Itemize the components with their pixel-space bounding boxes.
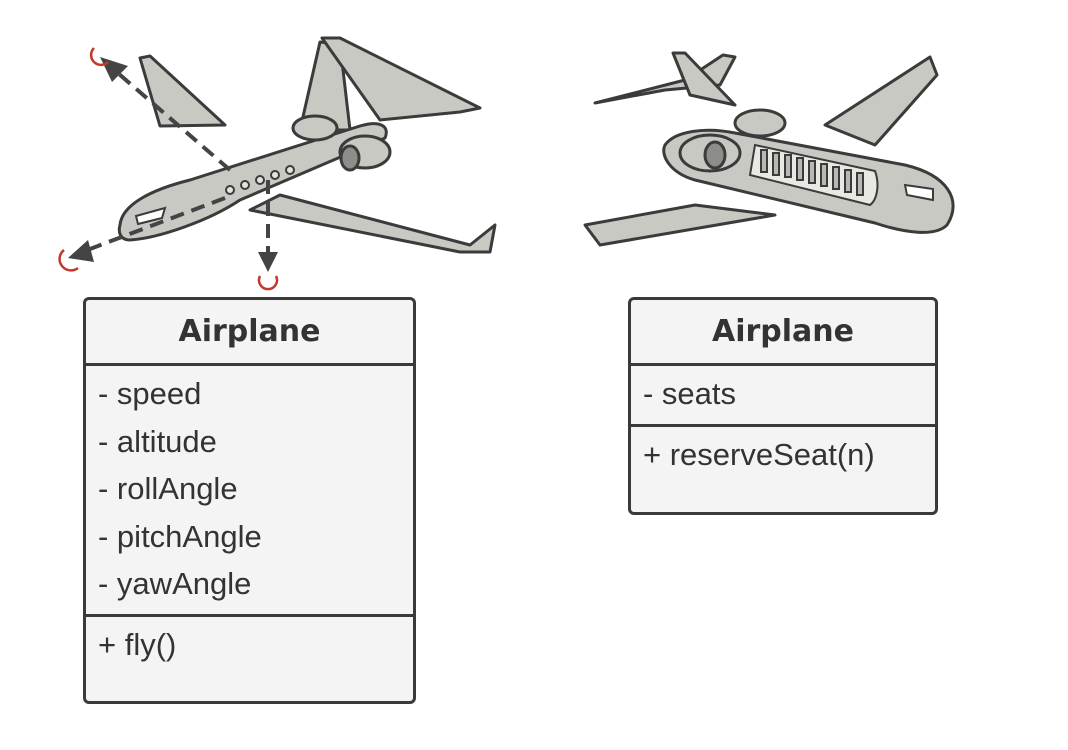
attribute-roll-angle: - rollAngle [98, 471, 238, 506]
method-fly: + fly() [98, 626, 177, 662]
airplane-class-box-flight: Airplane - speed - altitude - rollAngle … [83, 297, 416, 704]
attributes-section: - seats [631, 366, 935, 427]
airplane-with-flight-axes-icon [58, 36, 497, 291]
attribute-altitude: - altitude [98, 423, 217, 459]
class-name: Airplane [86, 300, 413, 366]
class-name: Airplane [631, 300, 935, 366]
attribute-pitch-angle: - pitchAngle [98, 518, 262, 554]
methods-section: + reserveSeat(n) [631, 427, 935, 485]
airplane-class-box-seating: Airplane - seats + reserveSeat(n) [628, 297, 938, 515]
attribute-yaw-angle: - yawAngle [98, 566, 252, 601]
method-reserve-seat: + reserveSeat(n) [643, 436, 875, 472]
attribute-seats: - seats [643, 376, 737, 411]
airplane-cutaway-with-seats-icon [583, 51, 955, 247]
attributes-section: - speed - altitude - rollAngle - pitchAn… [86, 366, 413, 617]
methods-section: + fly() [86, 617, 413, 675]
attribute-speed: - speed [98, 376, 202, 411]
